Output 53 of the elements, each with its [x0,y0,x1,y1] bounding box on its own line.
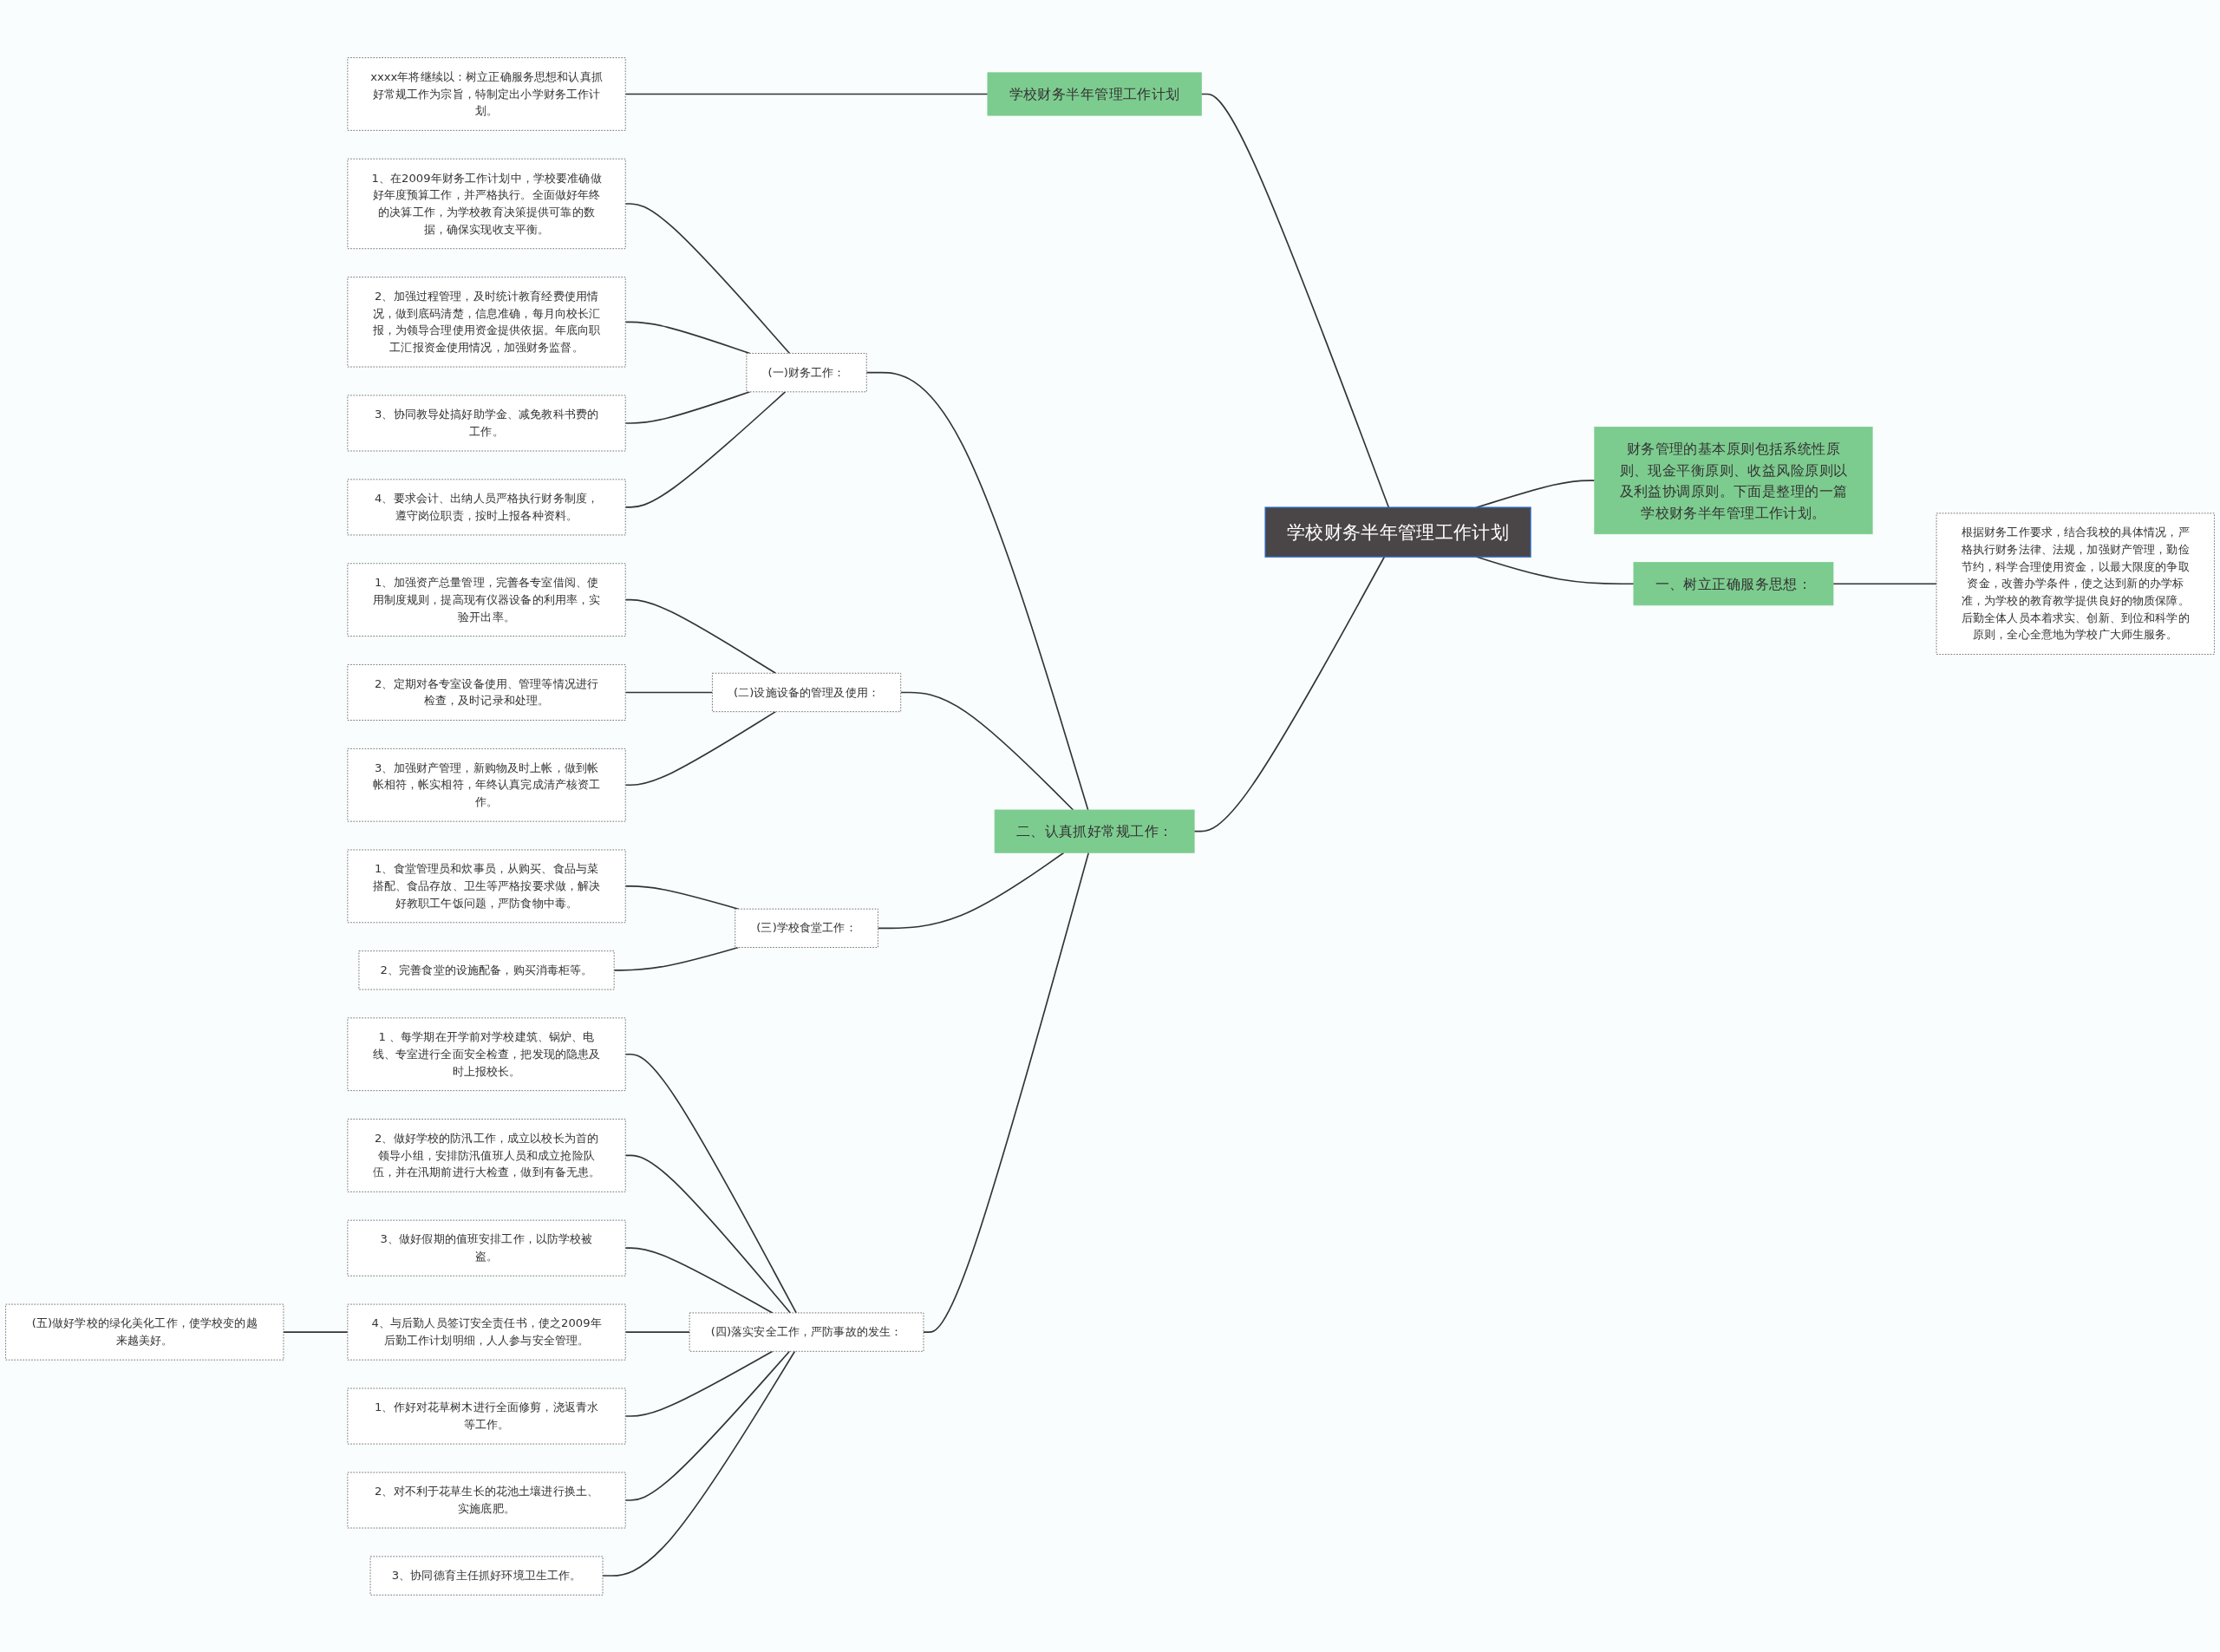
node-box: (五)做好学校的绿化美化工作，使学校变的越来越美好。 [5,1303,284,1361]
connector [624,1053,797,1314]
connector [624,1350,774,1417]
connector [624,710,777,786]
connector [923,852,1090,1333]
node-box: 根据财务工作要求，结合我校的具体情况，严格执行财务法律、法规，加强财产管理，勤俭节约，科学合理使用资金，以最大限度的争取资金，改善办学条件，使之达到新的办学标准，为学校的教育教学提供良好的物质保障。后勤全体人员本着求实、创新、到位和科学的原则，全心全意地为学校广大师生服务。 [1936,513,2215,655]
node-box: (一)财务工作： [746,352,867,392]
connector [283,1330,349,1333]
connector [899,691,1074,811]
node-box: 1、食堂管理员和炊事员，从购买、食品与菜搭配、食品存放、卫生等严格按要求做，解决好教职工午饭问题，严防食物中毒。 [347,849,626,923]
connector [624,598,777,674]
node-box: 2、对不利于花草生长的花池土壤进行换土、实施底肥。 [347,1472,626,1528]
node-box: 3、做好假期的值班安排工作，以防学校被盗。 [347,1219,626,1277]
node-box: 4、与后勤人员签订安全责任书，使之2009年后勤工作计划明细，人人参与安全管理。 [347,1303,626,1361]
node-box: (三)学校食堂工作： [735,908,878,948]
node-box: 学校财务半年管理工作计划 [987,72,1202,116]
node-box: 2、做好学校的防汛工作，成立以校长为首的领导小组，安排防汛值班人员和成立抢险队伍，并在汛期前进行大检查，做到有备无患。 [347,1118,626,1192]
connector [624,321,751,354]
node-box: 2、完善食堂的设施配备，购买消毒柜等。 [358,950,615,989]
node-box: 3、协同德育主任抓好环境卫生工作。 [369,1556,604,1596]
node-box: (二)设施设备的管理及使用： [712,672,902,712]
connector [624,691,714,693]
node-box: xxxx年将继续以：树立正确服务思想和认真抓好常规工作为宗旨，特制定出小学财务工作计划。 [347,56,626,131]
connector [865,371,1089,811]
node-box: 1、作好对花草树木进行全面修剪，浇返青水等工作。 [347,1388,626,1445]
connector [877,852,1065,929]
connector [624,390,787,508]
connector [624,1154,792,1314]
node-box: 财务管理的基本原则包括系统性原则、现金平衡原则、收益风险原则以及利益协调原则。下面是整理的一篇学校财务半年管理工作计划。 [1594,426,1873,534]
connector [1832,582,1937,584]
node-box: 3、协同教导处搞好助学金、减免教科书费的工作。 [347,395,626,451]
node-box: 4、要求会计、出纳人员严格执行财务制度，遵守岗位职责，按时上报各种资料。 [347,479,626,535]
node-box: (四)落实安全工作，严防事故的发生： [689,1312,924,1352]
node-box: 一、树立正确服务思想： [1633,561,1834,605]
connector [624,93,989,95]
node-box: 1、加强资产总量管理，完善各专室借阅、使用制度规则，提高现有仪器设备的利用率，实验开出率。 [347,562,626,637]
node-box: 1 、每学期在开学前对学校建筑、锅炉、电线、专室进行全面安全检查，把发现的隐患及时上报校长。 [347,1017,626,1091]
connector [624,390,751,424]
connector [1200,93,1390,508]
node-box: 2、加强过程管理，及时统计教育经费使用情况，做到底码清楚，信息准确，每月向校长汇报，为领导合理使用资金提供依据。年底向职工汇报资金使用情况，加强财务监督。 [347,276,626,368]
connector [1193,555,1386,833]
node-box: 二、认真抓好常规工作： [994,809,1195,853]
node-box: 1、在2009年财务工作计划中，学校要准确做好年度预算工作，并严格执行。全面做好年终的决算工作，为学校教育决策提供可靠的数据，确保实现收支平衡。 [347,158,626,249]
connector [624,1246,774,1314]
connector [613,946,740,971]
node-box: 学校财务半年管理工作计划 [1264,506,1531,558]
connector [1475,555,1635,584]
connector [602,1350,796,1577]
node-box: 3、加强财产管理，新购物及时上帐，做到帐帐相符，帐实相符，年终认真完成清产核资工作。 [347,748,626,822]
connector [624,1330,690,1333]
connector [624,202,791,354]
node-box: 2、定期对各专室设备使用、管理等情况进行检查，及时记录和处理。 [347,663,626,721]
connector [624,1350,791,1501]
